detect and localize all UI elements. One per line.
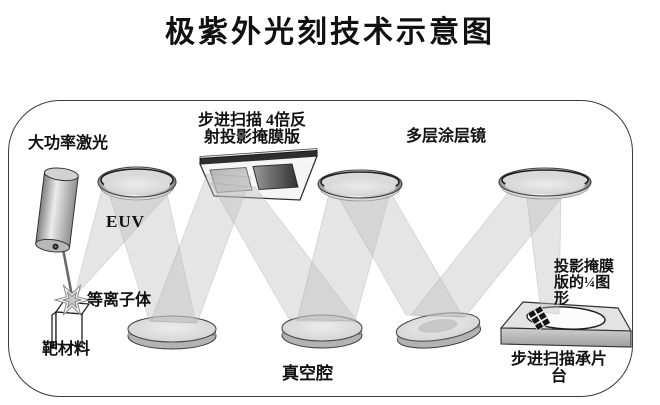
euv-label: EUV [106,212,145,231]
collector-mirror-icon [97,166,177,201]
wafer-stage-label-line1: 步进扫描承片 [510,351,607,368]
vacuum-chamber-frame [8,100,633,397]
mask-label-line2: 射投影掩膜版 [203,129,300,146]
plasma-label: 等离子体 [87,292,152,309]
plasma-starburst-icon [53,283,91,317]
relay-mirror-icon [395,312,482,349]
coated-mirror-icon [498,167,592,200]
mask-label-line1: 步进扫描 4倍反 [197,112,306,129]
wafer-stage-icon [499,301,633,348]
euv-beam-icon [73,173,568,324]
wafer-stage-label: 步进扫描承片 台 [503,351,615,385]
mask-label: 步进扫描 4倍反 射投影掩膜版 [186,112,318,146]
mask-pattern-label-line3: 形 [554,291,570,307]
laser-label: 大功率激光 [28,135,109,152]
relay-mirror-icon [127,315,217,350]
relay-mirror-icon [281,314,363,349]
page-title: 极紫外光刻技术示意图 [165,16,495,49]
reflective-mask-icon [199,148,318,201]
coated-mirror-label: 多层涂层镜 [406,128,487,145]
chip-pattern-icon [527,305,552,332]
target-cube-icon [51,301,91,349]
coated-mirror-icon [317,169,403,202]
vacuum-chamber-label: 真空腔 [282,364,333,383]
wafer-stage-label-line2: 台 [550,368,567,385]
laser-cylinder-icon [35,167,79,253]
target-label: 靶材料 [42,341,91,358]
mask-pattern-label: 投影掩膜 版的¼图 形 [554,259,614,307]
laser-beam-icon [61,248,74,297]
mask-pattern-label-line1: 投影掩膜 [554,259,615,275]
mask-pattern-label-line2: 版的¼图 [554,275,611,291]
